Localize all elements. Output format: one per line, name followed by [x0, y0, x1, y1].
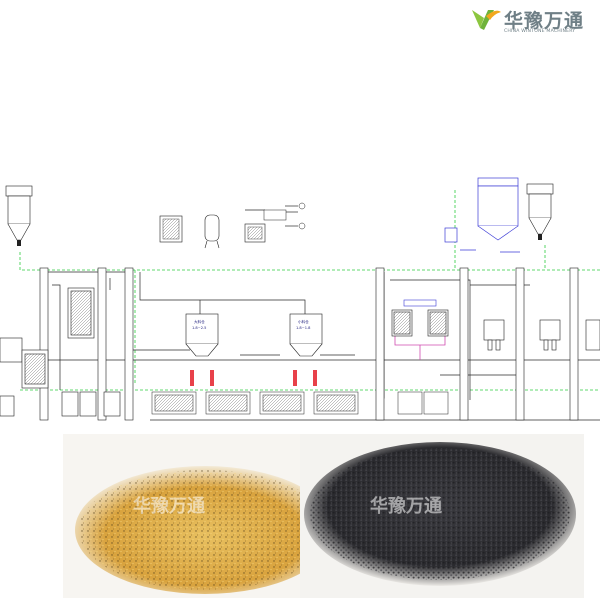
cleaning-screens: [0, 287, 121, 417]
storage-bin-small: 小料仓 1.8~1.8: [289, 313, 323, 357]
logo-leaf-icon: [472, 10, 501, 30]
feeders: [190, 370, 317, 386]
product-photo-black-seeds: 华豫万通: [300, 434, 584, 598]
watermark-left: 华豫万通: [133, 496, 205, 517]
screw-presses: [151, 391, 449, 415]
cyclone-separator-left: [5, 185, 33, 246]
bin-small-spec: 1.8~1.8: [296, 326, 311, 330]
process-flow-svg: 大料仓 1.8~2.5 小料仓 1.8~1.8: [0, 177, 600, 421]
oil-lines: [394, 335, 446, 360]
oil-filters: [391, 299, 449, 337]
bin-large-spec: 1.8~2.5: [192, 326, 206, 330]
watermark-right: 华豫万通: [370, 496, 442, 517]
right-side-machines: [483, 319, 600, 351]
air-compressor-unit: [159, 202, 306, 249]
cyclone-separator-right: [526, 183, 554, 240]
bin-small-label: 小料仓: [298, 319, 309, 324]
pulse-dust-collector: [444, 177, 520, 253]
brand-name-cn: 华豫万通: [504, 10, 585, 32]
brand-logo: 华豫万通 CHINA WINTONE MACHINERY: [470, 4, 598, 40]
bucket-elevators: [39, 267, 579, 421]
product-photo-yellow-cake: 华豫万通: [63, 434, 347, 598]
process-flow-diagram: 大料仓 1.8~2.5 小料仓 1.8~1.8: [0, 160, 600, 430]
black-seeds-image: [300, 434, 584, 598]
brand-name-en: CHINA WINTONE MACHINERY: [504, 29, 576, 34]
material-lines: [20, 205, 600, 421]
bin-large-label: 大料仓: [194, 319, 205, 324]
storage-bin-large: 大料仓 1.8~2.5: [185, 313, 219, 357]
yellow-cake-image: [63, 434, 347, 598]
